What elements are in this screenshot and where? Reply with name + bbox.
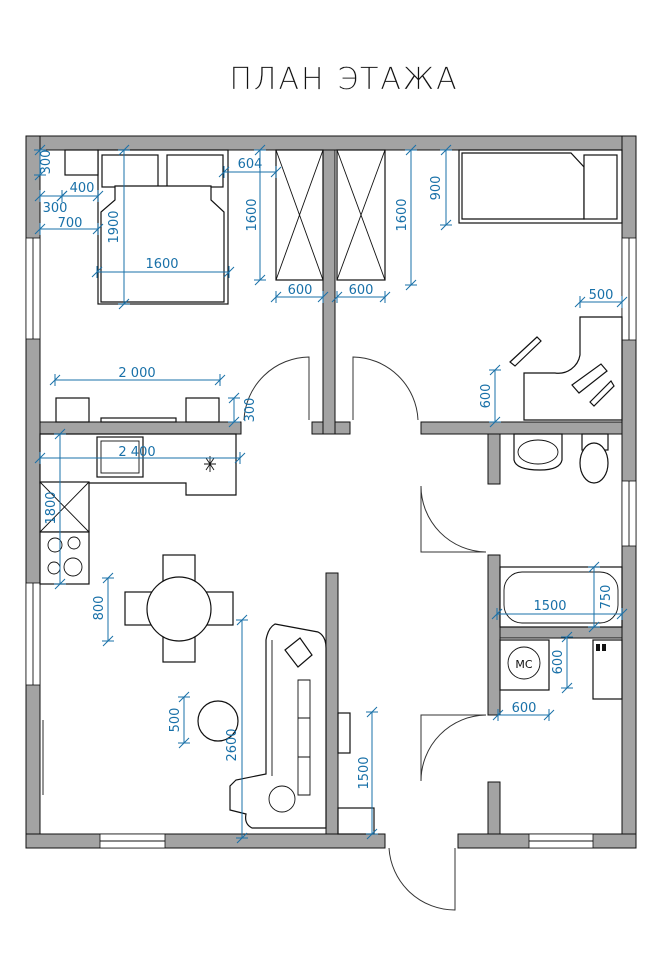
dimension-label: 300 — [39, 150, 54, 175]
door-bedroom-left[interactable] — [243, 356, 310, 421]
dimension-label: 1500 — [533, 599, 566, 614]
dimension-label: 900 — [429, 176, 444, 201]
dimension-13: 600 — [479, 364, 501, 428]
dimension-8: 600 — [270, 283, 329, 303]
dimension-label: 300 — [243, 398, 258, 423]
dimension-label: 2 000 — [118, 366, 155, 381]
dimension-18: 800 — [92, 572, 114, 647]
dimension-label: 1600 — [245, 198, 260, 231]
dimension-22: 1500 — [491, 599, 628, 620]
dining-table — [124, 554, 234, 663]
double-bed — [97, 149, 229, 305]
corner-desk — [509, 316, 623, 421]
washer-label: МС — [515, 658, 532, 671]
dimension-12: 500 — [574, 288, 628, 308]
dimension-label: 600 — [512, 701, 537, 716]
windows — [25, 237, 637, 849]
dimension-11: 900 — [429, 144, 452, 231]
dimension-label: 604 — [238, 157, 263, 172]
single-bed — [458, 149, 623, 224]
dimension-0: 300 — [34, 144, 54, 181]
dimension-label: 2 400 — [118, 445, 155, 460]
corner-sofa — [229, 623, 327, 829]
dimension-label: 600 — [479, 384, 494, 409]
dimension-9: 600 — [331, 283, 391, 303]
dimension-label: 1600 — [395, 198, 410, 231]
dimension-4: 1900 — [107, 144, 130, 310]
dimension-7: 1600 — [245, 144, 266, 286]
monitor-icon — [589, 380, 615, 407]
wardrobe-left — [275, 149, 324, 281]
plan-title: ПЛАН ЭТАЖА — [229, 62, 459, 97]
doors[interactable] — [243, 356, 487, 911]
dimension-16: 2 400 — [34, 445, 246, 464]
dimension-label: 800 — [92, 596, 107, 621]
dimension-2: 300 — [34, 190, 68, 216]
dimension-3: 700 — [34, 216, 104, 235]
dimension-label: 400 — [70, 181, 95, 196]
dimension-10: 1600 — [395, 144, 417, 291]
dimension-23: 750 — [588, 561, 614, 633]
dimension-20: 2600 — [225, 614, 248, 844]
dimension-17: 1800 — [44, 428, 66, 590]
dimension-label: 500 — [589, 288, 614, 303]
dimension-14: 2 000 — [49, 366, 226, 386]
dimension-label: 600 — [551, 650, 566, 675]
dimension-label: 1500 — [357, 756, 372, 789]
interior-walls — [39, 149, 623, 835]
dimension-19: 500 — [168, 691, 190, 749]
dimension-label: 1900 — [107, 210, 122, 243]
bathtub — [499, 566, 623, 628]
washing-machine: МС — [499, 639, 550, 691]
dimension-label: 750 — [599, 585, 614, 610]
dimension-25: 600 — [492, 701, 555, 721]
dimension-label: 2600 — [225, 728, 240, 761]
dimension-24: 600 — [551, 631, 573, 694]
boiler — [592, 639, 623, 700]
washbasin — [513, 433, 563, 471]
tv-cabinet — [55, 397, 220, 423]
door-bathroom[interactable] — [420, 485, 487, 553]
door-entrance[interactable] — [388, 847, 456, 911]
wardrobe-right — [336, 149, 386, 281]
keyboard-icon — [571, 363, 608, 394]
dimension-15: 300 — [228, 392, 258, 428]
stove — [39, 531, 90, 585]
dimension-label: 700 — [58, 216, 83, 231]
tap-icon — [204, 456, 216, 472]
dimension-5: 1600 — [91, 257, 235, 278]
coffee-table — [197, 700, 239, 742]
sink — [96, 436, 144, 478]
dimension-label: 1800 — [44, 491, 59, 524]
dimension-6: 604 — [218, 157, 282, 178]
dimension-label: 300 — [43, 201, 68, 216]
dimension-21: 1500 — [357, 706, 378, 840]
door-laundry[interactable] — [420, 714, 487, 782]
chair — [509, 336, 542, 367]
dimension-1: 400 — [56, 181, 104, 202]
kitchen-counter — [39, 433, 237, 585]
dimension-label: 600 — [349, 283, 374, 298]
door-bedroom-right[interactable] — [352, 356, 419, 421]
nightstand — [64, 149, 99, 176]
entry-cabinet — [337, 712, 375, 835]
dimension-label: 1600 — [145, 257, 178, 272]
dimension-label: 600 — [288, 283, 313, 298]
lamp-icon — [284, 637, 313, 668]
dimension-label: 500 — [168, 708, 183, 733]
toilet — [579, 433, 609, 484]
